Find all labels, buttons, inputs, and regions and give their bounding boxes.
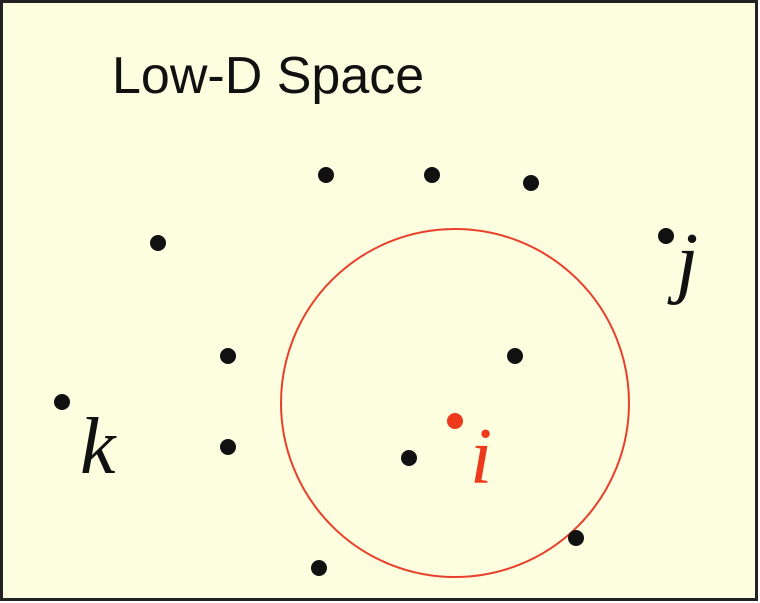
label-i: i xyxy=(470,413,492,501)
label-k: k xyxy=(80,403,117,491)
point xyxy=(507,348,523,364)
point xyxy=(401,450,417,466)
point xyxy=(220,439,236,455)
point-k xyxy=(54,394,70,410)
diagram-title: Low-D Space xyxy=(112,47,424,105)
points-group xyxy=(54,167,674,576)
point xyxy=(318,167,334,183)
point xyxy=(424,167,440,183)
point xyxy=(568,530,584,546)
point-j xyxy=(658,228,674,244)
point xyxy=(220,348,236,364)
point xyxy=(523,175,539,191)
point-i xyxy=(447,413,463,429)
neighborhood-circle xyxy=(280,228,630,578)
point xyxy=(150,235,166,251)
point xyxy=(311,560,327,576)
